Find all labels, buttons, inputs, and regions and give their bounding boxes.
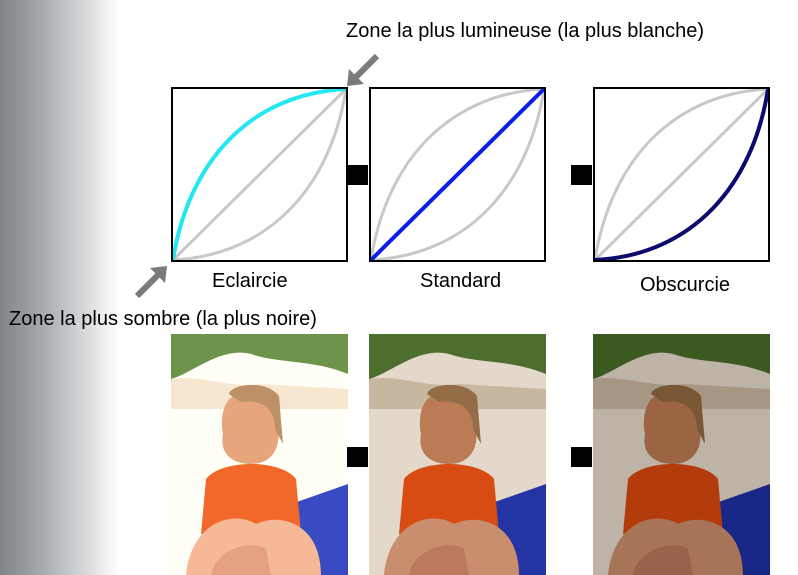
arrow-up-right-icon: [134, 266, 167, 299]
curve-box-lighten: [171, 87, 348, 262]
photo-lighten: [171, 334, 348, 575]
separator-square: [571, 165, 592, 185]
curve-label-standard: Standard: [420, 270, 502, 292]
separator-square: [571, 447, 592, 467]
darkest-zone-label: Zone la plus sombre (la plus noire): [9, 308, 317, 330]
photo-darken: [593, 334, 770, 575]
curve-standard-graph: [371, 89, 544, 260]
photo-standard: [369, 334, 546, 575]
brightest-zone-label: Zone la plus lumineuse (la plus blanche): [346, 20, 704, 42]
curve-box-standard: [369, 87, 546, 262]
separator-square: [347, 447, 368, 467]
curve-label-darken: Obscurcie: [640, 274, 731, 296]
side-gradient-panel: [0, 0, 120, 575]
curve-label-lighten: Eclaircie: [212, 270, 288, 292]
curve-lighten-graph: [173, 89, 346, 260]
curve-darken-graph: [595, 89, 768, 260]
curve-box-darken: [593, 87, 770, 262]
separator-square: [347, 165, 368, 185]
arrow-down-left-icon: [347, 53, 380, 86]
